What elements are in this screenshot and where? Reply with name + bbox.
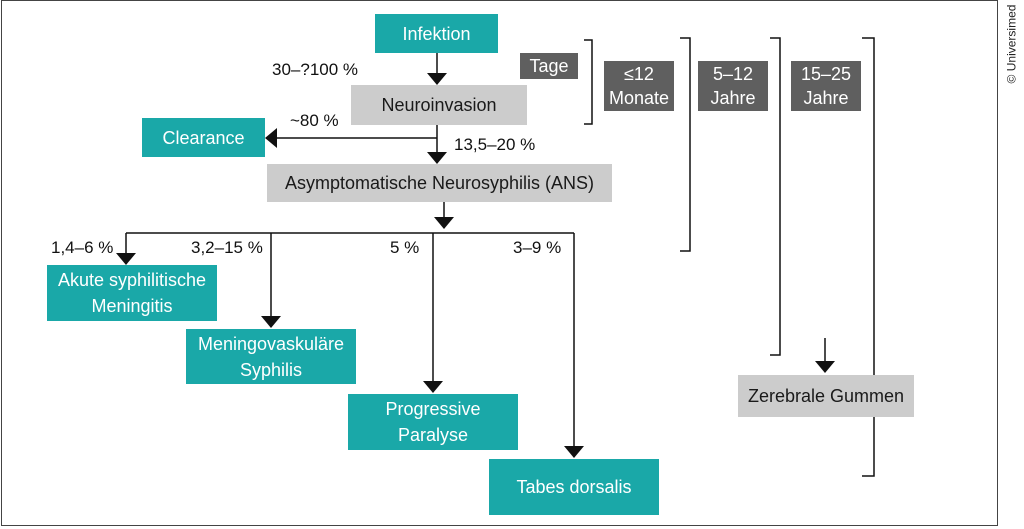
node-meningitis: Akute syphilitische Meningitis — [47, 265, 217, 321]
copyright-notice: © Universimed — [1002, 2, 1020, 86]
time-label-monate: ≤12 Monate — [604, 61, 674, 111]
pct-tabes: 3–9 % — [513, 238, 562, 257]
node-paralyse: Progressive Paralyse — [348, 394, 518, 450]
node-ans: Asymptomatische Neurosyphilis (ANS) — [267, 164, 612, 202]
bracket-monate — [680, 37, 691, 252]
time-label-5-12-jahre: 5–12 Jahre — [698, 61, 768, 111]
node-meningovaskulaer: Meningovaskuläre Syphilis — [186, 329, 356, 384]
pct-paralyse: 5 % — [390, 238, 420, 257]
node-infektion: Infektion — [375, 14, 498, 53]
time-label-15-25-jahre: 15–25 Jahre — [791, 61, 861, 111]
time-label-tage: Tage — [520, 53, 578, 79]
pct-infektion-neuroinvasion: 30–?100 % — [272, 60, 359, 79]
node-clearance: Clearance — [142, 118, 265, 157]
bracket-15-25-jahre — [862, 37, 875, 477]
pct-meningitis: 1,4–6 % — [51, 238, 114, 257]
pct-ans: 13,5–20 % — [454, 135, 536, 154]
node-gummen: Zerebrale Gummen — [738, 375, 914, 417]
bracket-tage — [584, 39, 593, 125]
pct-clearance: ~80 % — [290, 111, 339, 130]
node-neuroinvasion: Neuroinvasion — [351, 85, 527, 125]
node-tabes: Tabes dorsalis — [489, 459, 659, 515]
pct-meningovaskulaer: 3,2–15 % — [191, 238, 263, 257]
copyright-text: © Universimed — [1004, 4, 1018, 84]
bracket-5-12-jahre — [770, 37, 781, 356]
